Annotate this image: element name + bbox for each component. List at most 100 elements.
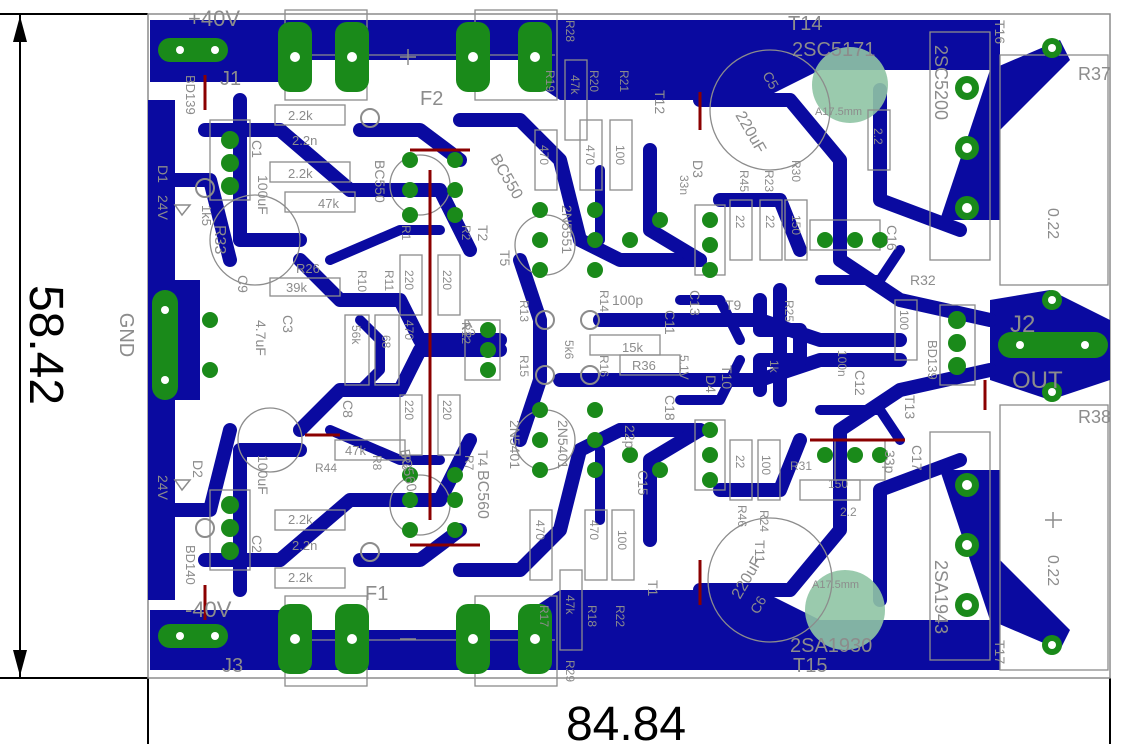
width-dimension-label: 84.84 <box>566 698 686 744</box>
label-r25-value: 1k <box>767 360 781 374</box>
label-r36-value: 15k <box>622 340 643 355</box>
label-r19: R19 <box>543 70 557 92</box>
label-r16: R16 <box>597 355 611 377</box>
label-r18-value: 470 <box>587 520 601 540</box>
label-r38-value: 0.22 <box>1044 555 1061 586</box>
label-t17: T17 <box>992 640 1008 664</box>
heatsink-top <box>812 47 888 123</box>
label-c17-value: 33p <box>882 450 898 474</box>
label-r44-value: 47k <box>345 443 366 458</box>
label-r5-value: 2.2k <box>288 166 313 181</box>
label-c12-value: 100n <box>835 350 849 377</box>
label-c13: C13 <box>687 290 703 316</box>
label-r28-value: 47k <box>568 75 582 95</box>
label-r32: R32 <box>910 272 936 288</box>
label-r21: R21 <box>617 70 631 92</box>
label-r33: R33 <box>211 225 228 254</box>
label-r26-value: 39k <box>286 280 307 295</box>
label-r6: R6 <box>399 455 413 471</box>
label-c16: C16 <box>884 225 900 251</box>
label-c15: C15 <box>635 470 651 496</box>
label-t15: T15 <box>793 655 827 677</box>
pads <box>152 22 1108 674</box>
label-r24: R24 <box>757 510 771 532</box>
label-r20-value: 470 <box>583 145 597 165</box>
label-r22: R22 <box>613 605 627 627</box>
label-r23: R23 <box>762 170 776 192</box>
label-r14: R14 <box>597 290 611 312</box>
label-r1: R1 <box>399 225 413 241</box>
label-t16-part: 2SC5200 <box>931 45 951 120</box>
label-r30-value: 150 <box>789 215 803 235</box>
label-t16: T16 <box>992 20 1008 44</box>
label-t14: T14 <box>788 13 822 35</box>
label-r46-value: 22 <box>733 455 747 469</box>
label-c11: C11 <box>662 310 678 335</box>
label-c2: C2 <box>249 535 265 553</box>
label-c9: C9 <box>235 275 251 293</box>
label-r36: R36 <box>632 358 656 373</box>
label-c15-value: 22p <box>622 425 638 449</box>
label-r7-value: 220 <box>440 400 454 420</box>
label-bd140-bottom: BD140 <box>183 545 198 585</box>
label-c3: C3 <box>280 315 296 333</box>
heatsink-top-label: A17.5mm <box>815 106 862 118</box>
label-c5-value: 2.2n <box>292 133 317 148</box>
label-c8: C8 <box>340 400 356 418</box>
label-d2: D2 <box>190 460 206 478</box>
label-r44: R44 <box>315 461 337 475</box>
label-r9-value: 2.2k <box>288 570 313 585</box>
label-out: OUT <box>1012 367 1063 394</box>
label-j2: J2 <box>1010 311 1035 338</box>
label-r38: R38 <box>1078 407 1111 427</box>
label-t13: T13 <box>902 395 918 419</box>
label-r22-value: 100 <box>615 530 629 550</box>
label-bc560-bottom: BC560 <box>474 470 491 519</box>
label-c6: C6 <box>747 593 770 617</box>
label-t1: T1 <box>645 580 661 597</box>
label-r31-value: 150 <box>828 477 848 491</box>
label-t17-part: 2SA1943 <box>931 560 951 634</box>
label-r44b-value: 2.2 <box>840 505 857 519</box>
silkscreen-layer <box>209 9 1109 687</box>
label-r31: R31 <box>790 459 812 473</box>
label-bc550-left: BC550 <box>372 160 388 203</box>
label-r2: R2 <box>459 225 473 241</box>
label-r2-value: 220 <box>440 270 454 290</box>
label-r45: R45 <box>737 170 751 192</box>
height-arrow-bottom <box>13 650 27 676</box>
dimension-annotations <box>0 13 1111 744</box>
label-c12: C12 <box>852 370 868 396</box>
label-r20: R20 <box>587 70 601 92</box>
height-dimension-label: 58.42 <box>19 285 72 405</box>
label-r46: R46 <box>735 505 749 527</box>
label-r11-value: 68 <box>379 335 393 349</box>
label-r10: R10 <box>355 270 369 292</box>
label-bd139-right: BD139 <box>925 340 940 380</box>
label-r18: R18 <box>585 605 599 627</box>
label-c11-value: 100p <box>612 292 643 308</box>
label-d1-value: 24V <box>155 195 171 221</box>
label-r17-value: 470 <box>533 520 547 540</box>
label-t9: T9 <box>725 297 742 313</box>
label-r29-value: 47k <box>563 595 577 615</box>
label-c3-value: 4.7uF <box>253 320 269 356</box>
label-r14-value: 5k6 <box>562 340 576 360</box>
label-r4-value: 2.2k <box>288 108 313 123</box>
label-r32-value: 100 <box>897 310 911 330</box>
label-f2: F2 <box>420 88 443 110</box>
label-r42: R12 <box>459 322 473 344</box>
label-r6-value: 220 <box>402 400 416 420</box>
label-r30: R30 <box>789 160 803 182</box>
label-r45-value: 22 <box>763 215 777 229</box>
label-r15: R15 <box>517 355 531 377</box>
label-zener-5v1: 5.1V <box>677 355 691 380</box>
label-r23-value: 22 <box>733 215 747 229</box>
label-gnd: GND <box>115 313 137 357</box>
heatsink-bottom <box>805 570 885 650</box>
label-r37-value: 0.22 <box>1044 208 1061 239</box>
label-r11: R11 <box>382 270 396 291</box>
label-r28: R28 <box>563 20 577 42</box>
label-r8: R8 <box>370 455 384 471</box>
